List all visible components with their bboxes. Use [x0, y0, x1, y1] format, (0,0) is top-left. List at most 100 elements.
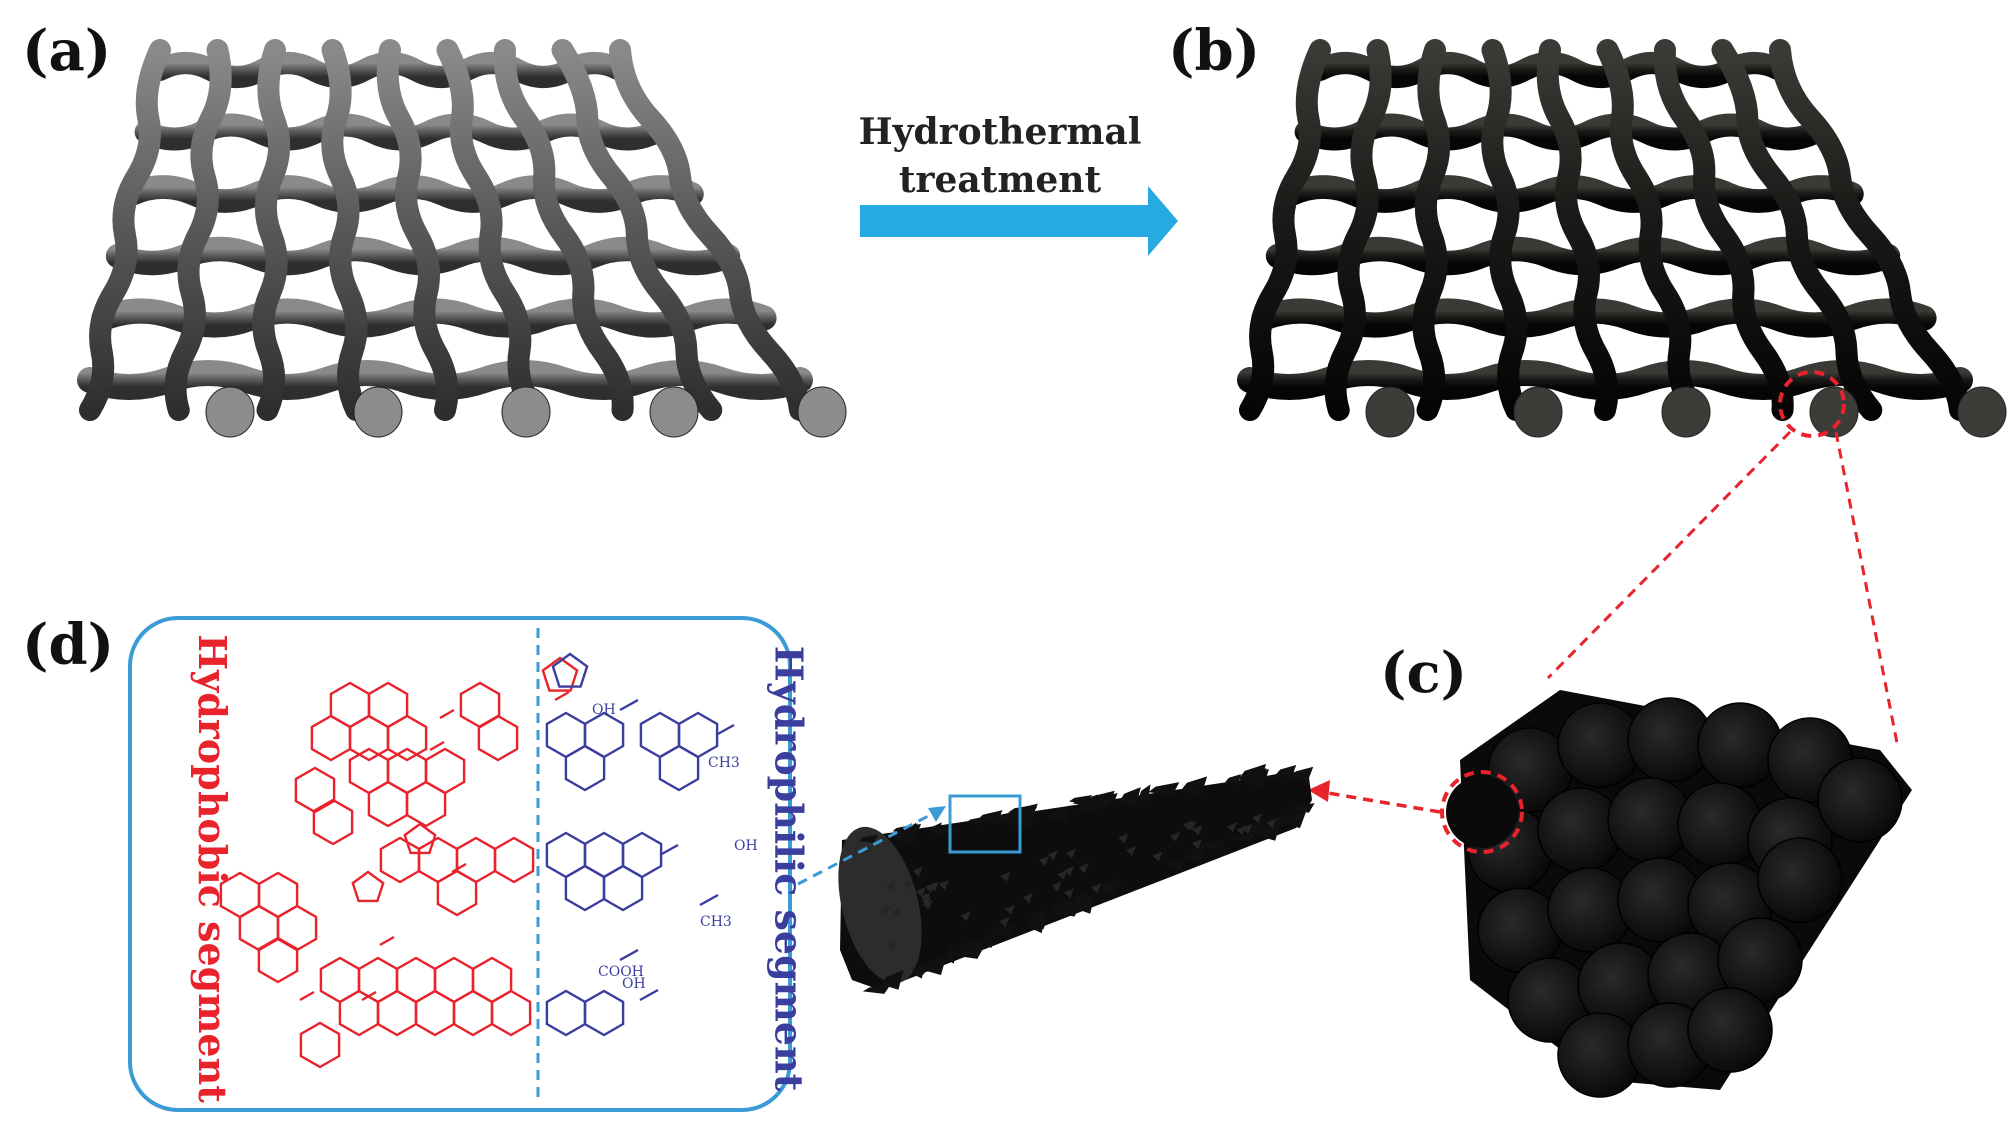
- surface-texture: [1242, 824, 1253, 835]
- surface-flake: [1181, 850, 1205, 863]
- surface-flake: [990, 812, 1014, 823]
- fiber-end-face: [838, 826, 922, 984]
- hydrophobic-bond: [379, 935, 395, 947]
- warp-strand: [79, 39, 171, 421]
- surface-texture: [885, 881, 896, 892]
- surface-flake: [1074, 893, 1095, 914]
- strand-end-cap: [797, 386, 847, 438]
- surface-flake: [858, 834, 879, 844]
- hydrophobic-lactone: [541, 656, 579, 692]
- hydrophobic-ring: [367, 780, 409, 828]
- strand-end-cap: [501, 386, 551, 438]
- label-oh-1: OH: [592, 702, 616, 718]
- hydrophilic-ring: [658, 744, 700, 792]
- hydrophilic-bond: [619, 948, 639, 962]
- hydrophobic-ring: [257, 936, 299, 984]
- surface-texture: [1064, 866, 1075, 877]
- surface-highlight-box: [948, 794, 1022, 854]
- strand-end-cap: [205, 386, 255, 438]
- surface-flake: [945, 943, 957, 964]
- surface-texture: [960, 911, 971, 922]
- surface-texture: [922, 899, 933, 910]
- surface-flake: [1225, 774, 1242, 785]
- hydrophobic-furan: [403, 822, 437, 855]
- surface-flake: [881, 970, 904, 990]
- surface-texture: [1000, 871, 1011, 882]
- panel-label-d: (d): [22, 612, 115, 678]
- zoom-arrow-blue: [797, 810, 937, 886]
- surface-flake: [1008, 811, 1036, 828]
- warp-strand: [1536, 39, 1619, 421]
- single-fiber: [838, 763, 1315, 994]
- hydrophilic-label: Hydrophilic segment: [766, 645, 812, 1092]
- hydrophobic-ring: [436, 869, 478, 917]
- surface-flake: [1138, 784, 1151, 804]
- warp-strand: [551, 39, 723, 421]
- surface-flake: [1250, 818, 1265, 833]
- hydrophobic-ring: [386, 714, 428, 762]
- surface-texture: [1152, 851, 1163, 862]
- hydrophobic-ring: [493, 836, 535, 884]
- hydrophobic-bond: [429, 740, 445, 752]
- surface-texture: [921, 896, 932, 907]
- surface-texture: [1186, 820, 1197, 831]
- surface-texture: [1126, 846, 1137, 857]
- fiber-bundle: [1446, 690, 1912, 1098]
- hydrophilic-bond: [639, 988, 659, 1002]
- strand-end-cap: [1513, 386, 1563, 438]
- bundle-fiber: [1757, 837, 1843, 923]
- surface-flake: [982, 933, 995, 948]
- surface-flake: [1100, 877, 1120, 897]
- warp-strand: [1324, 39, 1392, 421]
- hydrophobic-dioxole: [351, 870, 385, 903]
- warp-strand: [1596, 39, 1705, 421]
- surface-texture: [886, 940, 897, 951]
- surface-flake: [911, 961, 943, 973]
- surface-texture: [1064, 888, 1075, 899]
- hydrophobic-structure: [219, 656, 579, 1069]
- process-arrow: [860, 186, 1178, 256]
- process-arrow-shape: [860, 186, 1178, 256]
- surface-flake: [1048, 805, 1071, 822]
- hydrophobic-bond: [361, 990, 377, 1002]
- label-oh-2: OH: [734, 838, 758, 854]
- warp-strand: [252, 39, 291, 421]
- strand-end-cap: [1661, 386, 1711, 438]
- surface-texture: [999, 917, 1010, 928]
- bundle-fiber: [1817, 757, 1903, 843]
- hydrophilic-bond: [659, 843, 679, 857]
- hydrophobic-ring: [310, 714, 352, 762]
- warp-strand: [164, 39, 232, 421]
- surface-texture: [912, 866, 923, 877]
- surface-texture: [928, 881, 939, 892]
- surface-flake: [1262, 773, 1282, 782]
- warp-strand: [321, 39, 368, 421]
- label-ch3-b: CH3: [700, 914, 732, 930]
- surface-flake: [1115, 879, 1128, 888]
- surface-texture: [1022, 893, 1033, 904]
- mesh-treated: [1237, 39, 2007, 438]
- hydrophobic-label: Hydrophobic segment: [189, 634, 235, 1103]
- arrow-caption: Hydrothermal treatment: [850, 108, 1150, 204]
- strand-end-cap: [1365, 386, 1415, 438]
- arrow-caption-line2: treatment: [898, 159, 1102, 201]
- surface-texture: [1169, 831, 1180, 842]
- surface-texture: [1078, 863, 1089, 874]
- surface-flake: [1180, 776, 1208, 796]
- surface-flake: [1280, 811, 1307, 829]
- surface-flake: [1083, 794, 1098, 811]
- warp-strand: [1711, 39, 1883, 421]
- strand-end-cap: [353, 386, 403, 438]
- surface-texture: [1004, 904, 1015, 915]
- surface-texture: [902, 879, 913, 890]
- zoom-arrow-red: [1321, 790, 1441, 814]
- surface-flake: [1051, 899, 1082, 917]
- warp-strand: [493, 39, 634, 421]
- surface-flake: [1202, 840, 1226, 850]
- surface-flake: [1119, 787, 1141, 807]
- surface-flake: [1273, 813, 1286, 824]
- hydrophobic-ring: [490, 989, 532, 1037]
- label-cooh: COOH: [598, 964, 644, 980]
- surface-flake: [1068, 794, 1093, 804]
- surface-texture: [1226, 822, 1237, 833]
